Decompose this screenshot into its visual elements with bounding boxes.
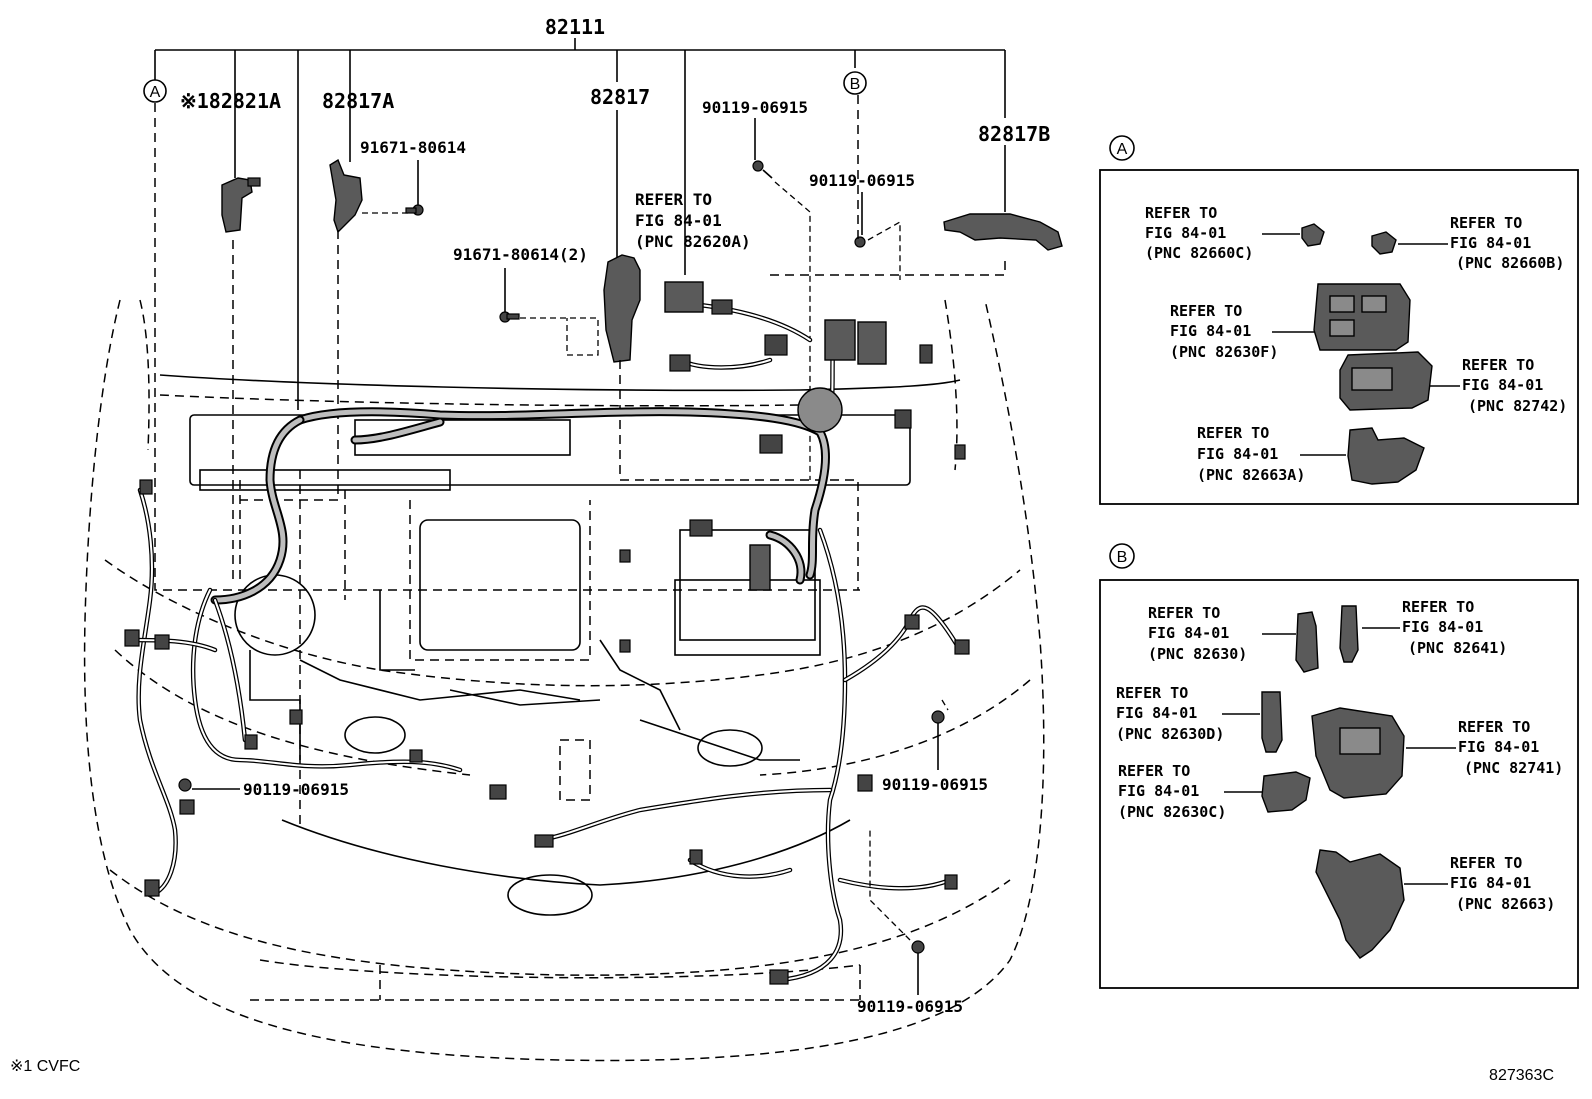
svg-text:FIG 84-01: FIG 84-01 — [1145, 224, 1226, 242]
panel-b-badge: B — [1117, 549, 1128, 566]
bracket-82663a-icon — [1347, 427, 1425, 485]
main-wire-harness — [210, 407, 830, 605]
svg-text:(PNC 82630): (PNC 82630) — [1148, 645, 1247, 663]
svg-text:REFER TO: REFER TO — [1402, 598, 1474, 616]
bracket-82663-icon — [1315, 849, 1405, 959]
panel-b-item-82630d: REFER TO FIG 84-01 (PNC 82630D) — [1116, 684, 1283, 753]
svg-text:FIG 84-01: FIG 84-01 — [1402, 618, 1483, 636]
callout-b-label: B — [850, 76, 861, 93]
footnote: ※1 CVFC — [10, 1058, 80, 1075]
panel-b-item-82641: REFER TO FIG 84-01 (PNC 82641) — [1339, 598, 1507, 663]
svg-text:REFER TO: REFER TO — [635, 190, 712, 209]
part-number-82817b: 82817B — [978, 122, 1050, 146]
panel-a-item-82663a: REFER TO FIG 84-01 (PNC 82663A) — [1197, 424, 1425, 485]
svg-text:FIG 84-01: FIG 84-01 — [1462, 376, 1543, 394]
bracket-82817a-icon — [329, 85, 424, 234]
part-number-82111: 82111 — [545, 15, 605, 39]
scattered-connectors — [124, 444, 970, 985]
main-refer-note: REFER TO FIG 84-01 (PNC 82620A) — [635, 190, 751, 251]
svg-text:FIG 84-01: FIG 84-01 — [1170, 322, 1251, 340]
bolt-90119-left-icon — [178, 778, 240, 792]
svg-text:(PNC 82630C): (PNC 82630C) — [1118, 803, 1226, 821]
svg-text:FIG 84-01: FIG 84-01 — [1450, 234, 1531, 252]
svg-text:FIG 84-01: FIG 84-01 — [1458, 738, 1539, 756]
panel-b-item-82741: REFER TO FIG 84-01 (PNC 82741) — [1311, 707, 1563, 799]
svg-text:REFER TO: REFER TO — [1458, 718, 1530, 736]
figure-code: 827363C — [1489, 1067, 1554, 1084]
svg-text:FIG 84-01: FIG 84-01 — [1116, 704, 1197, 722]
svg-text:(PNC 82660B): (PNC 82660B) — [1456, 254, 1564, 272]
relay-block-82630f-icon — [1313, 283, 1411, 351]
callout-b-main: B — [843, 71, 867, 95]
svg-text:(PNC 82663A): (PNC 82663A) — [1197, 466, 1305, 484]
panel-a-item-82660b: REFER TO FIG 84-01 (PNC 82660B) — [1371, 214, 1564, 272]
svg-text:(PNC 82620A): (PNC 82620A) — [635, 232, 751, 251]
bolt-90119-mid-icon — [854, 192, 901, 280]
part-number-82821a: ※182821A — [180, 89, 281, 113]
vehicle-body-outline — [83, 299, 1045, 1062]
bolt-label-90119-left: 90119-06915 — [243, 780, 349, 799]
svg-text:(PNC 82742): (PNC 82742) — [1468, 397, 1567, 415]
svg-text:FIG 84-01: FIG 84-01 — [1148, 624, 1229, 642]
panel-b-item-82630: REFER TO FIG 84-01 (PNC 82630) — [1148, 604, 1319, 673]
part-number-82817: 82817 — [590, 85, 650, 109]
relay-82641-icon — [1339, 605, 1359, 663]
callout-a-main: A — [143, 79, 167, 103]
svg-text:(PNC 82660C): (PNC 82660C) — [1145, 244, 1253, 262]
svg-text:FIG 84-01: FIG 84-01 — [1197, 445, 1278, 463]
svg-text:FIG 84-01: FIG 84-01 — [1450, 874, 1531, 892]
svg-text:REFER TO: REFER TO — [1462, 356, 1534, 374]
svg-text:FIG 84-01: FIG 84-01 — [635, 211, 722, 230]
svg-text:(PNC 82741): (PNC 82741) — [1464, 759, 1563, 777]
bolt-label-90119-right: 90119-06915 — [882, 775, 988, 794]
svg-text:REFER TO: REFER TO — [1450, 214, 1522, 232]
panel-a-item-82630f: REFER TO FIG 84-01 (PNC 82630F) — [1170, 283, 1411, 361]
part-leader-bracket: 82111 — [154, 15, 1006, 410]
svg-text:REFER TO: REFER TO — [1118, 762, 1190, 780]
detail-panel-a: A REFER TO FIG 84-01 (PNC 82660C) REFER … — [1099, 135, 1579, 505]
top-reference-outline — [770, 255, 1006, 276]
svg-text:REFER TO: REFER TO — [1116, 684, 1188, 702]
detail-panel-b: B REFER TO FIG 84-01 (PNC 82630) REFER T… — [1099, 543, 1579, 989]
svg-text:REFER TO: REFER TO — [1148, 604, 1220, 622]
svg-text:REFER TO: REFER TO — [1197, 424, 1269, 442]
bolt-90119-bottom-icon — [869, 830, 925, 995]
bolt-90119-right-icon — [931, 699, 949, 770]
panel-b-item-82630c: REFER TO FIG 84-01 (PNC 82630C) — [1118, 762, 1311, 821]
secondary-wires — [127, 302, 963, 983]
bolt-label-91671-mid: 91671-80614(2) — [453, 245, 588, 264]
bolt-label-90119-top: 90119-06915 — [702, 98, 808, 117]
bolt-label-91671-top: 91671-80614 — [360, 138, 466, 157]
svg-text:REFER TO: REFER TO — [1145, 204, 1217, 222]
connector-82630-icon — [1295, 611, 1319, 673]
bolt-label-90119-mid: 90119-06915 — [809, 171, 915, 190]
bolt-91671-mid-icon — [499, 268, 599, 356]
svg-text:(PNC 82630D): (PNC 82630D) — [1116, 725, 1224, 743]
svg-text:(PNC 82630F): (PNC 82630F) — [1170, 343, 1278, 361]
panel-b-item-82663: REFER TO FIG 84-01 (PNC 82663) — [1315, 849, 1555, 959]
panel-a-item-82742: REFER TO FIG 84-01 (PNC 82742) — [1339, 351, 1567, 415]
connector-82660b-icon — [1371, 231, 1397, 255]
connector-82660c-icon — [1301, 223, 1325, 247]
svg-text:(PNC 82663): (PNC 82663) — [1456, 895, 1555, 913]
bolt-label-90119-bottom: 90119-06915 — [857, 997, 963, 1016]
connector-82630c-icon — [1261, 771, 1311, 813]
bracket-82821a-icon — [221, 85, 261, 233]
bracket-82817b-icon — [943, 145, 1063, 251]
bracket-82817-icon — [603, 110, 641, 363]
panel-a-badge: A — [1117, 141, 1128, 158]
svg-text:REFER TO: REFER TO — [1170, 302, 1242, 320]
connector-82630d-icon — [1261, 691, 1283, 753]
panel-a-item-82660c: REFER TO FIG 84-01 (PNC 82660C) — [1145, 204, 1325, 262]
part-number-82817a: 82817A — [322, 89, 394, 113]
svg-text:REFER TO: REFER TO — [1450, 854, 1522, 872]
callout-a-label: A — [150, 84, 161, 101]
relay-block-cluster — [664, 281, 933, 591]
svg-text:(PNC 82641): (PNC 82641) — [1408, 639, 1507, 657]
svg-text:FIG 84-01: FIG 84-01 — [1118, 782, 1199, 800]
